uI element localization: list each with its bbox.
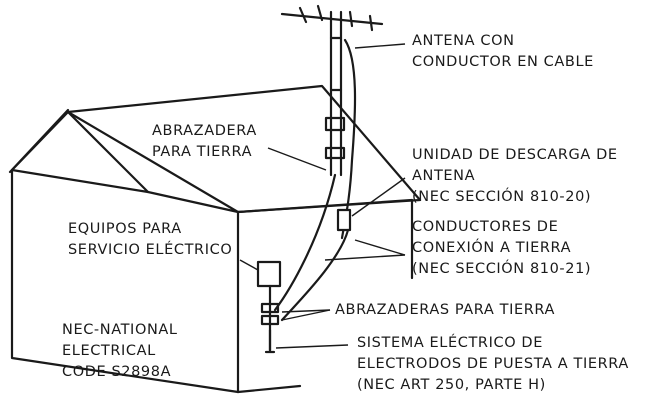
label-line: ANTENA [412, 168, 476, 184]
label-line: SISTEMA ELÉCTRICO DE [357, 335, 543, 351]
label-line: CODE S2898A [62, 364, 172, 380]
label-line: UNIDAD DE DESCARGA DE [412, 147, 618, 163]
label-line: EQUIPOS PARA [68, 221, 182, 237]
label-line: (NEC SECCIÓN 810-20) [412, 189, 592, 205]
antenna-elements [280, 4, 384, 32]
label-nec-note: NEC-NATIONAL ELECTRICAL CODE S2898A [62, 320, 178, 383]
label-discharge-unit: UNIDAD DE DESCARGA DE ANTENA (NEC SECCIÓ… [412, 145, 618, 208]
label-line: NEC-NATIONAL [62, 322, 178, 338]
label-service-equipment: EQUIPOS PARA SERVICIO ELÉCTRICO [68, 219, 232, 261]
label-ground-clamp: ABRAZADERA PARA TIERRA [152, 121, 257, 163]
label-line: PARA TIERRA [152, 144, 253, 160]
lead-in-cable [340, 38, 357, 240]
label-line: ELECTRODOS DE PUESTA A TIERRA [357, 356, 629, 372]
label-line: CONDUCTORES DE [412, 219, 559, 235]
label-grounding-conductors: CONDUCTORES DE CONEXIÓN A TIERRA (NEC SE… [412, 217, 591, 280]
service-box [256, 260, 282, 288]
label-line: ABRAZADERAS PARA TIERRA [335, 302, 555, 318]
label-line: ABRAZADERA [152, 123, 257, 139]
grounding-conductors [273, 173, 350, 322]
label-line: (NEC ART 250, PARTE H) [357, 377, 546, 393]
antenna-mast [329, 10, 343, 177]
label-line: SERVICIO ELÉCTRICO [68, 242, 233, 258]
label-line: ELECTRICAL [62, 343, 156, 359]
ground-electrode [264, 328, 276, 354]
label-line: CONDUCTOR EN CABLE [412, 54, 594, 70]
label-antenna-lead: ANTENA CON CONDUCTOR EN CABLE [412, 31, 594, 73]
label-ground-clamps: ABRAZADERAS PARA TIERRA [335, 300, 555, 321]
label-line: CONEXIÓN A TIERRA [412, 240, 572, 256]
label-line: ANTENA CON [412, 33, 515, 49]
discharge-unit [336, 208, 352, 232]
roof [66, 84, 422, 214]
label-electrode-system: SISTEMA ELÉCTRICO DE ELECTRODOS DE PUEST… [357, 333, 629, 396]
label-line: (NEC SECCIÓN 810-21) [412, 261, 592, 277]
gable-wall [10, 110, 150, 194]
